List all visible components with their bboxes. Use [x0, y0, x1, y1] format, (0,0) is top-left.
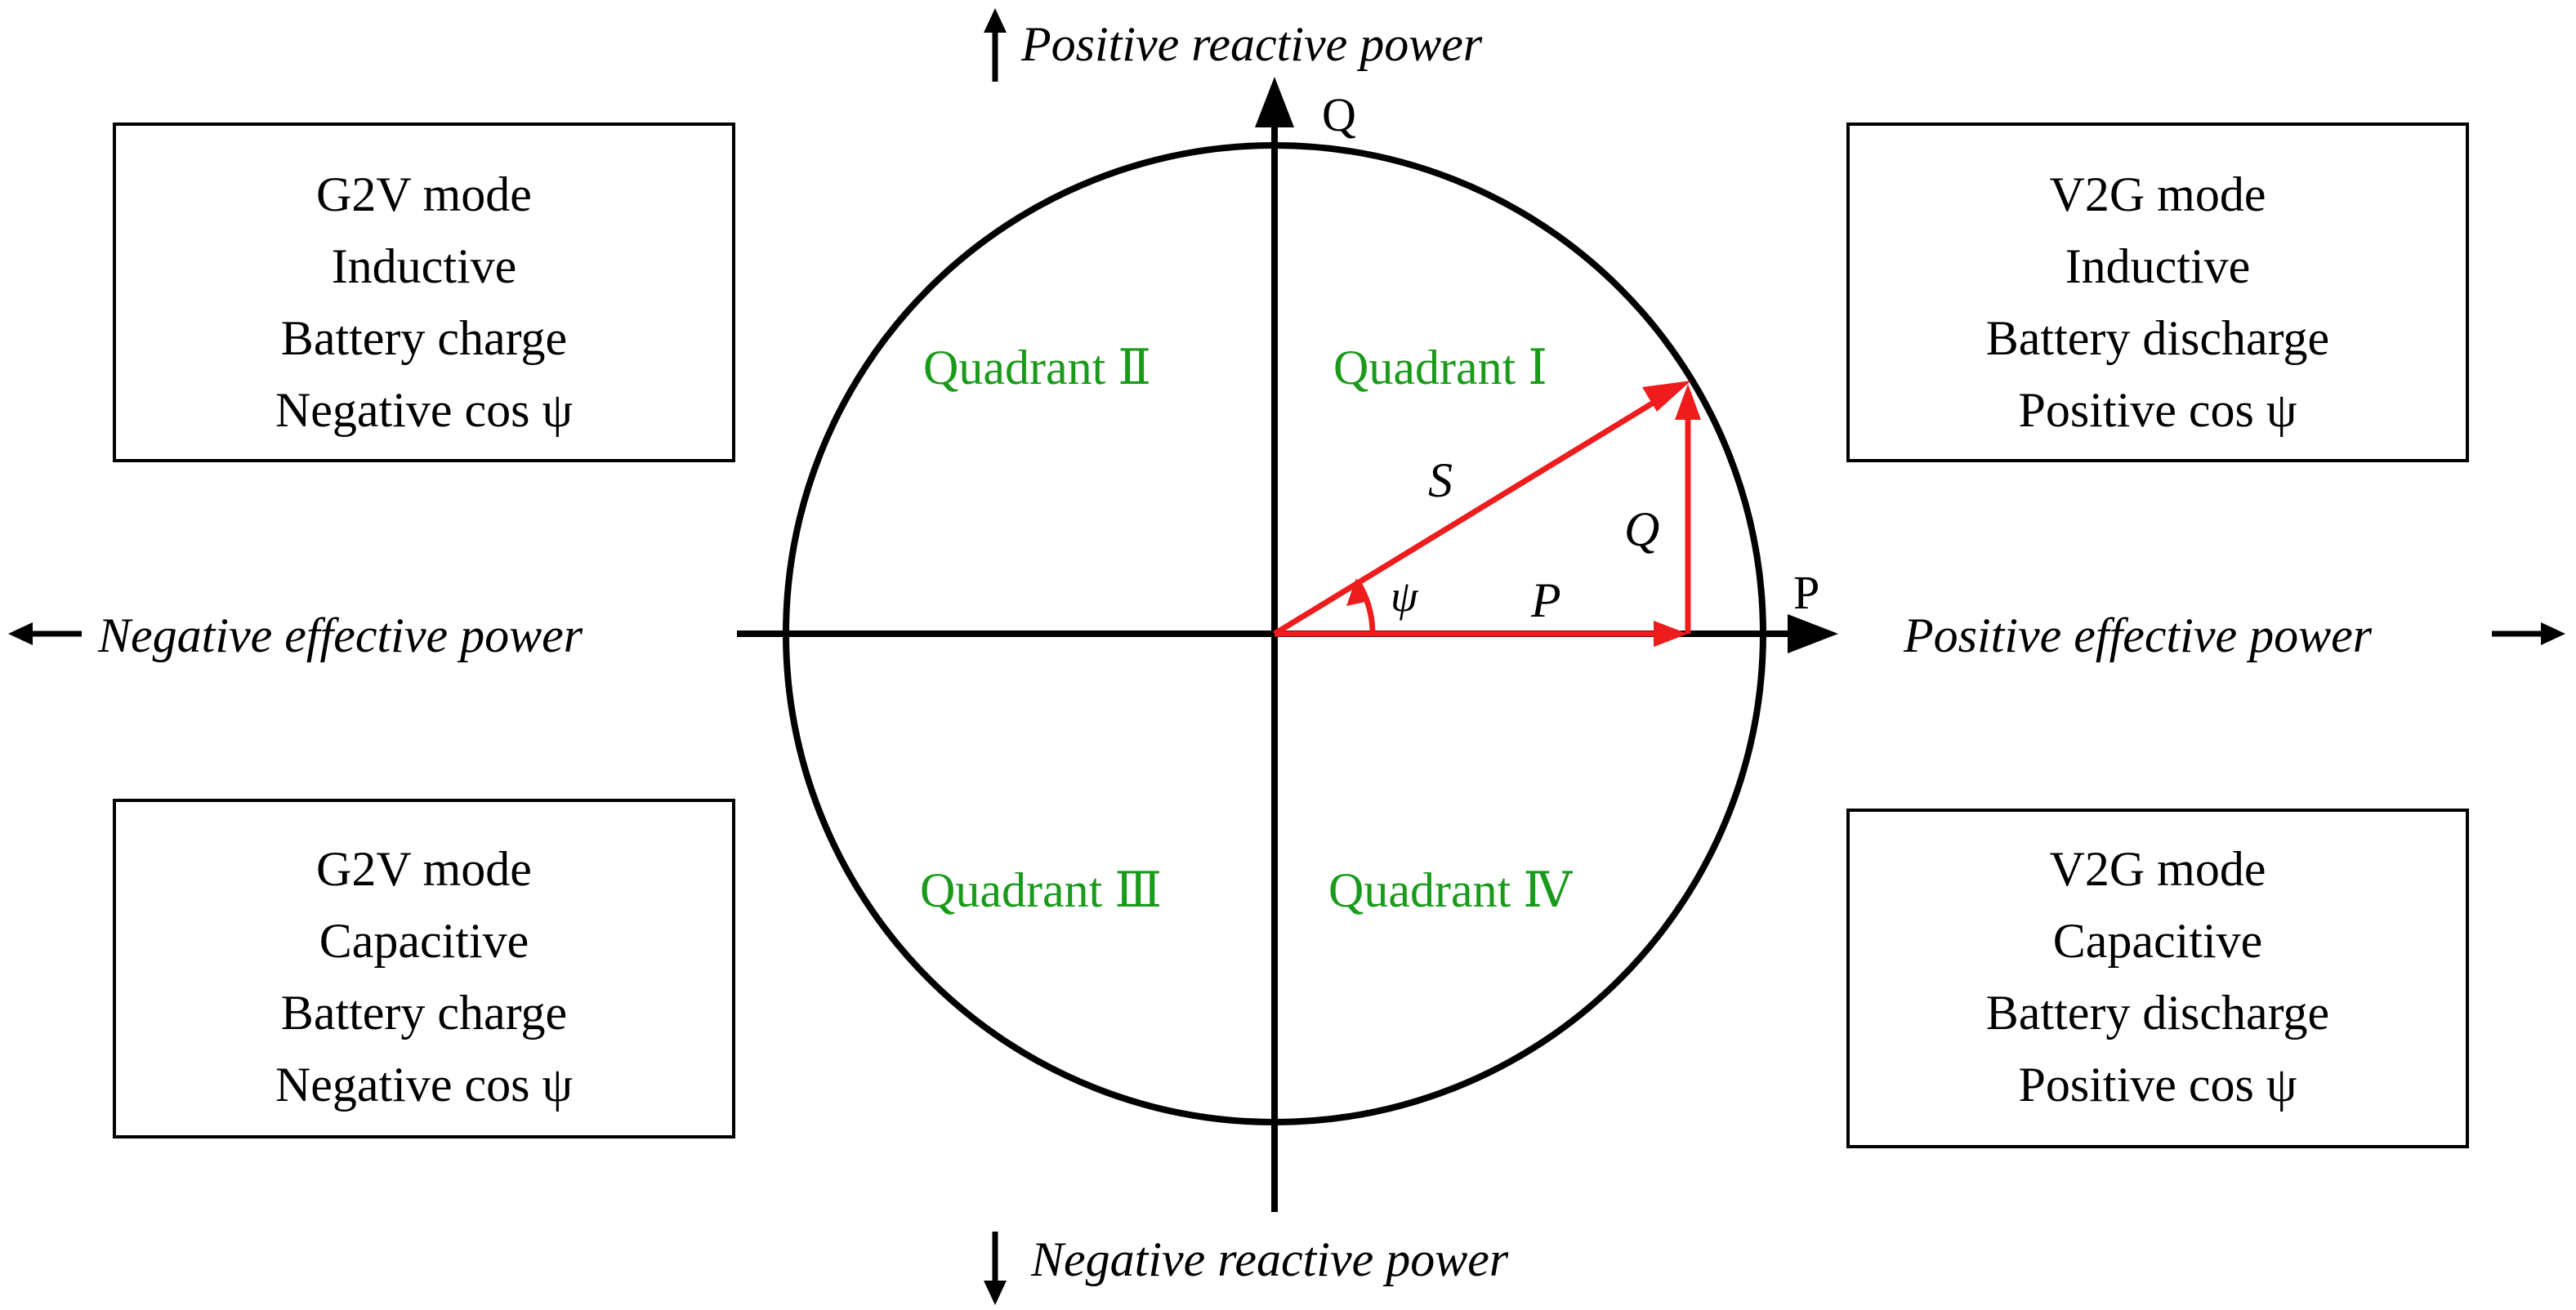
- negative-effective-indicator: Negative effective power: [8, 608, 583, 662]
- box-bottom-right-line-2: Capacitive: [2053, 914, 2263, 968]
- positive-reactive-label: Positive reactive power: [1020, 17, 1483, 71]
- box-bottom-right: V2G mode Capacitive Battery discharge Po…: [1846, 809, 2469, 1148]
- quadrant-1-label: Quadrant Ⅰ: [1333, 341, 1547, 394]
- s-vector-arrowhead: [1642, 381, 1691, 412]
- quadrant-4-label: Quadrant Ⅳ: [1328, 863, 1573, 917]
- box-bottom-left-line-4: Negative cos ψ: [275, 1058, 573, 1112]
- quadrant-2-label: Quadrant Ⅱ: [923, 341, 1151, 394]
- q-axis-arrowhead: [1255, 77, 1294, 127]
- positive-effective-label: Positive effective power: [1903, 608, 2373, 662]
- box-top-right-line-1: V2G mode: [2050, 167, 2266, 221]
- quadrant-3-label: Quadrant Ⅲ: [920, 863, 1162, 917]
- angle-arc-arrowhead: [1346, 578, 1369, 606]
- box-top-left-line-2: Inductive: [332, 239, 517, 293]
- negative-reactive-indicator: Negative reactive power: [984, 1232, 1509, 1305]
- p-vector-arrowhead: [1654, 621, 1688, 647]
- positive-reactive-indicator: Positive reactive power: [984, 8, 1483, 82]
- p-axis-arrowhead: [1788, 614, 1838, 653]
- box-bottom-right-line-4: Positive cos ψ: [2019, 1058, 2297, 1112]
- negative-effective-label: Negative effective power: [97, 608, 583, 662]
- power-triangle: [1273, 381, 1701, 647]
- box-top-left-line-3: Battery charge: [281, 311, 567, 365]
- box-top-right-line-3: Battery discharge: [1986, 311, 2329, 365]
- s-vector-label: S: [1428, 453, 1453, 507]
- box-bottom-left-line-1: G2V mode: [316, 842, 532, 896]
- box-top-right-line-4: Positive cos ψ: [2019, 383, 2297, 437]
- p-vector-label: P: [1530, 573, 1561, 627]
- box-bottom-right-line-3: Battery discharge: [1986, 986, 2329, 1040]
- box-bottom-left-line-3: Battery charge: [281, 986, 567, 1040]
- q-vector-label: Q: [1624, 502, 1659, 556]
- box-bottom-left-line-2: Capacitive: [319, 914, 529, 968]
- box-bottom-left: G2V mode Capacitive Battery charge Negat…: [113, 799, 735, 1138]
- box-top-right-line-2: Inductive: [2065, 239, 2251, 293]
- angle-label: ψ: [1391, 572, 1419, 621]
- q-vector-arrowhead: [1675, 384, 1701, 420]
- box-top-left-line-4: Negative cos ψ: [275, 383, 573, 437]
- p-axis-label: P: [1793, 566, 1819, 619]
- box-top-left-line-1: G2V mode: [316, 167, 532, 221]
- box-bottom-right-line-1: V2G mode: [2050, 842, 2266, 896]
- positive-effective-indicator: Positive effective power: [1903, 608, 2565, 662]
- negative-reactive-label: Negative reactive power: [1030, 1232, 1509, 1286]
- box-top-right: V2G mode Inductive Battery discharge Pos…: [1846, 123, 2469, 462]
- q-axis-label: Q: [1322, 88, 1356, 141]
- s-vector: [1273, 396, 1662, 636]
- box-top-left: G2V mode Inductive Battery charge Negati…: [113, 123, 735, 462]
